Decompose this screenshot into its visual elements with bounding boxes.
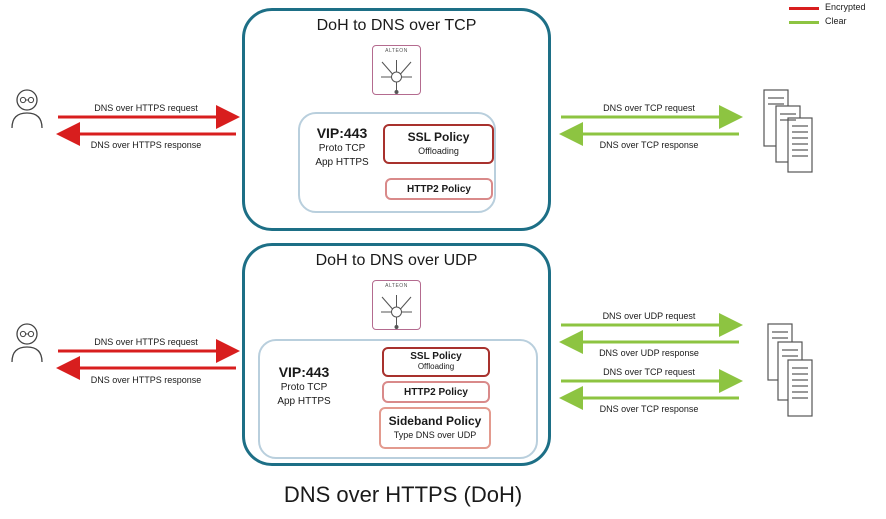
label-bottom-tcp-request: DNS over TCP request	[603, 367, 695, 377]
vip-proto: Proto TCP	[280, 382, 328, 393]
label-top-https-request: DNS over HTTPS request	[94, 103, 198, 113]
alteon-logo: ALTEON	[372, 45, 421, 95]
vip-app: App HTTPS	[277, 396, 331, 407]
alteon-logo-text: ALTEON	[385, 48, 408, 54]
ssl-policy-title: SSL Policy	[407, 130, 470, 144]
doh-udp-box: DoH to DNS over UDP ALTEON VIP:443 Proto…	[242, 243, 551, 466]
load-balancer-icon	[381, 295, 412, 329]
sideband-policy-title: Sideband Policy	[388, 414, 482, 428]
sideband-policy-sub: Type DNS over UDP	[393, 430, 477, 440]
udp-sideband-policy: Sideband Policy Type DNS over UDP	[379, 407, 491, 449]
label-top-https-response: DNS over HTTPS response	[90, 140, 202, 150]
doh-udp-title: DoH to DNS over UDP	[315, 252, 478, 269]
legend-encrypted-line	[789, 7, 819, 10]
server-stack-icon	[763, 89, 813, 173]
vip-title: VIP:443	[316, 125, 368, 141]
tcp-vip-block: VIP:443 Proto TCP App HTTPS	[306, 126, 378, 170]
server-stack-icon	[767, 323, 813, 417]
udp-vip-panel: VIP:443 Proto TCP App HTTPS SSL Policy O…	[258, 339, 538, 459]
label-bottom-https-request: DNS over HTTPS request	[94, 337, 198, 347]
vip-app: App HTTPS	[315, 157, 369, 168]
tcp-vip-panel: VIP:443 Proto TCP App HTTPS SSL Policy O…	[298, 112, 496, 213]
load-balancer-icon	[381, 60, 412, 94]
vip-proto: Proto TCP	[318, 143, 366, 154]
vip-title: VIP:443	[278, 364, 330, 380]
legend-clear-label: Clear	[825, 16, 847, 26]
http2-policy-label: HTTP2 Policy	[404, 387, 468, 398]
doh-tcp-box: DoH to DNS over TCP ALTEON VIP:443 Proto…	[242, 8, 551, 231]
ssl-policy-sub: Offloading	[418, 146, 459, 156]
label-bottom-udp-response: DNS over UDP response	[599, 348, 699, 358]
diagram-title: DNS over HTTPS (DoH)	[283, 482, 523, 507]
http2-policy-label: HTTP2 Policy	[407, 184, 471, 195]
tcp-ssl-policy: SSL Policy Offloading	[383, 124, 494, 164]
user-icon	[11, 323, 43, 363]
udp-vip-block: VIP:443 Proto TCP App HTTPS	[268, 365, 340, 409]
label-bottom-udp-request: DNS over UDP request	[602, 311, 696, 321]
legend-clear-line	[789, 21, 819, 24]
label-bottom-https-response: DNS over HTTPS response	[90, 375, 202, 385]
tcp-http2-policy: HTTP2 Policy	[385, 178, 493, 200]
legend-encrypted-label: Encrypted	[825, 2, 866, 12]
ssl-policy-sub: Offloading	[417, 362, 455, 371]
ssl-policy-title: SSL Policy	[410, 351, 462, 362]
alteon-logo: ALTEON	[372, 280, 421, 330]
udp-http2-policy: HTTP2 Policy	[382, 381, 490, 403]
label-top-tcp-response: DNS over TCP response	[599, 140, 699, 150]
label-top-tcp-request: DNS over TCP request	[603, 103, 695, 113]
user-icon	[11, 89, 43, 129]
label-bottom-tcp-response: DNS over TCP response	[599, 404, 699, 414]
alteon-logo-text: ALTEON	[385, 283, 408, 289]
udp-ssl-policy: SSL Policy Offloading	[382, 347, 490, 377]
doh-tcp-title: DoH to DNS over TCP	[316, 17, 477, 34]
